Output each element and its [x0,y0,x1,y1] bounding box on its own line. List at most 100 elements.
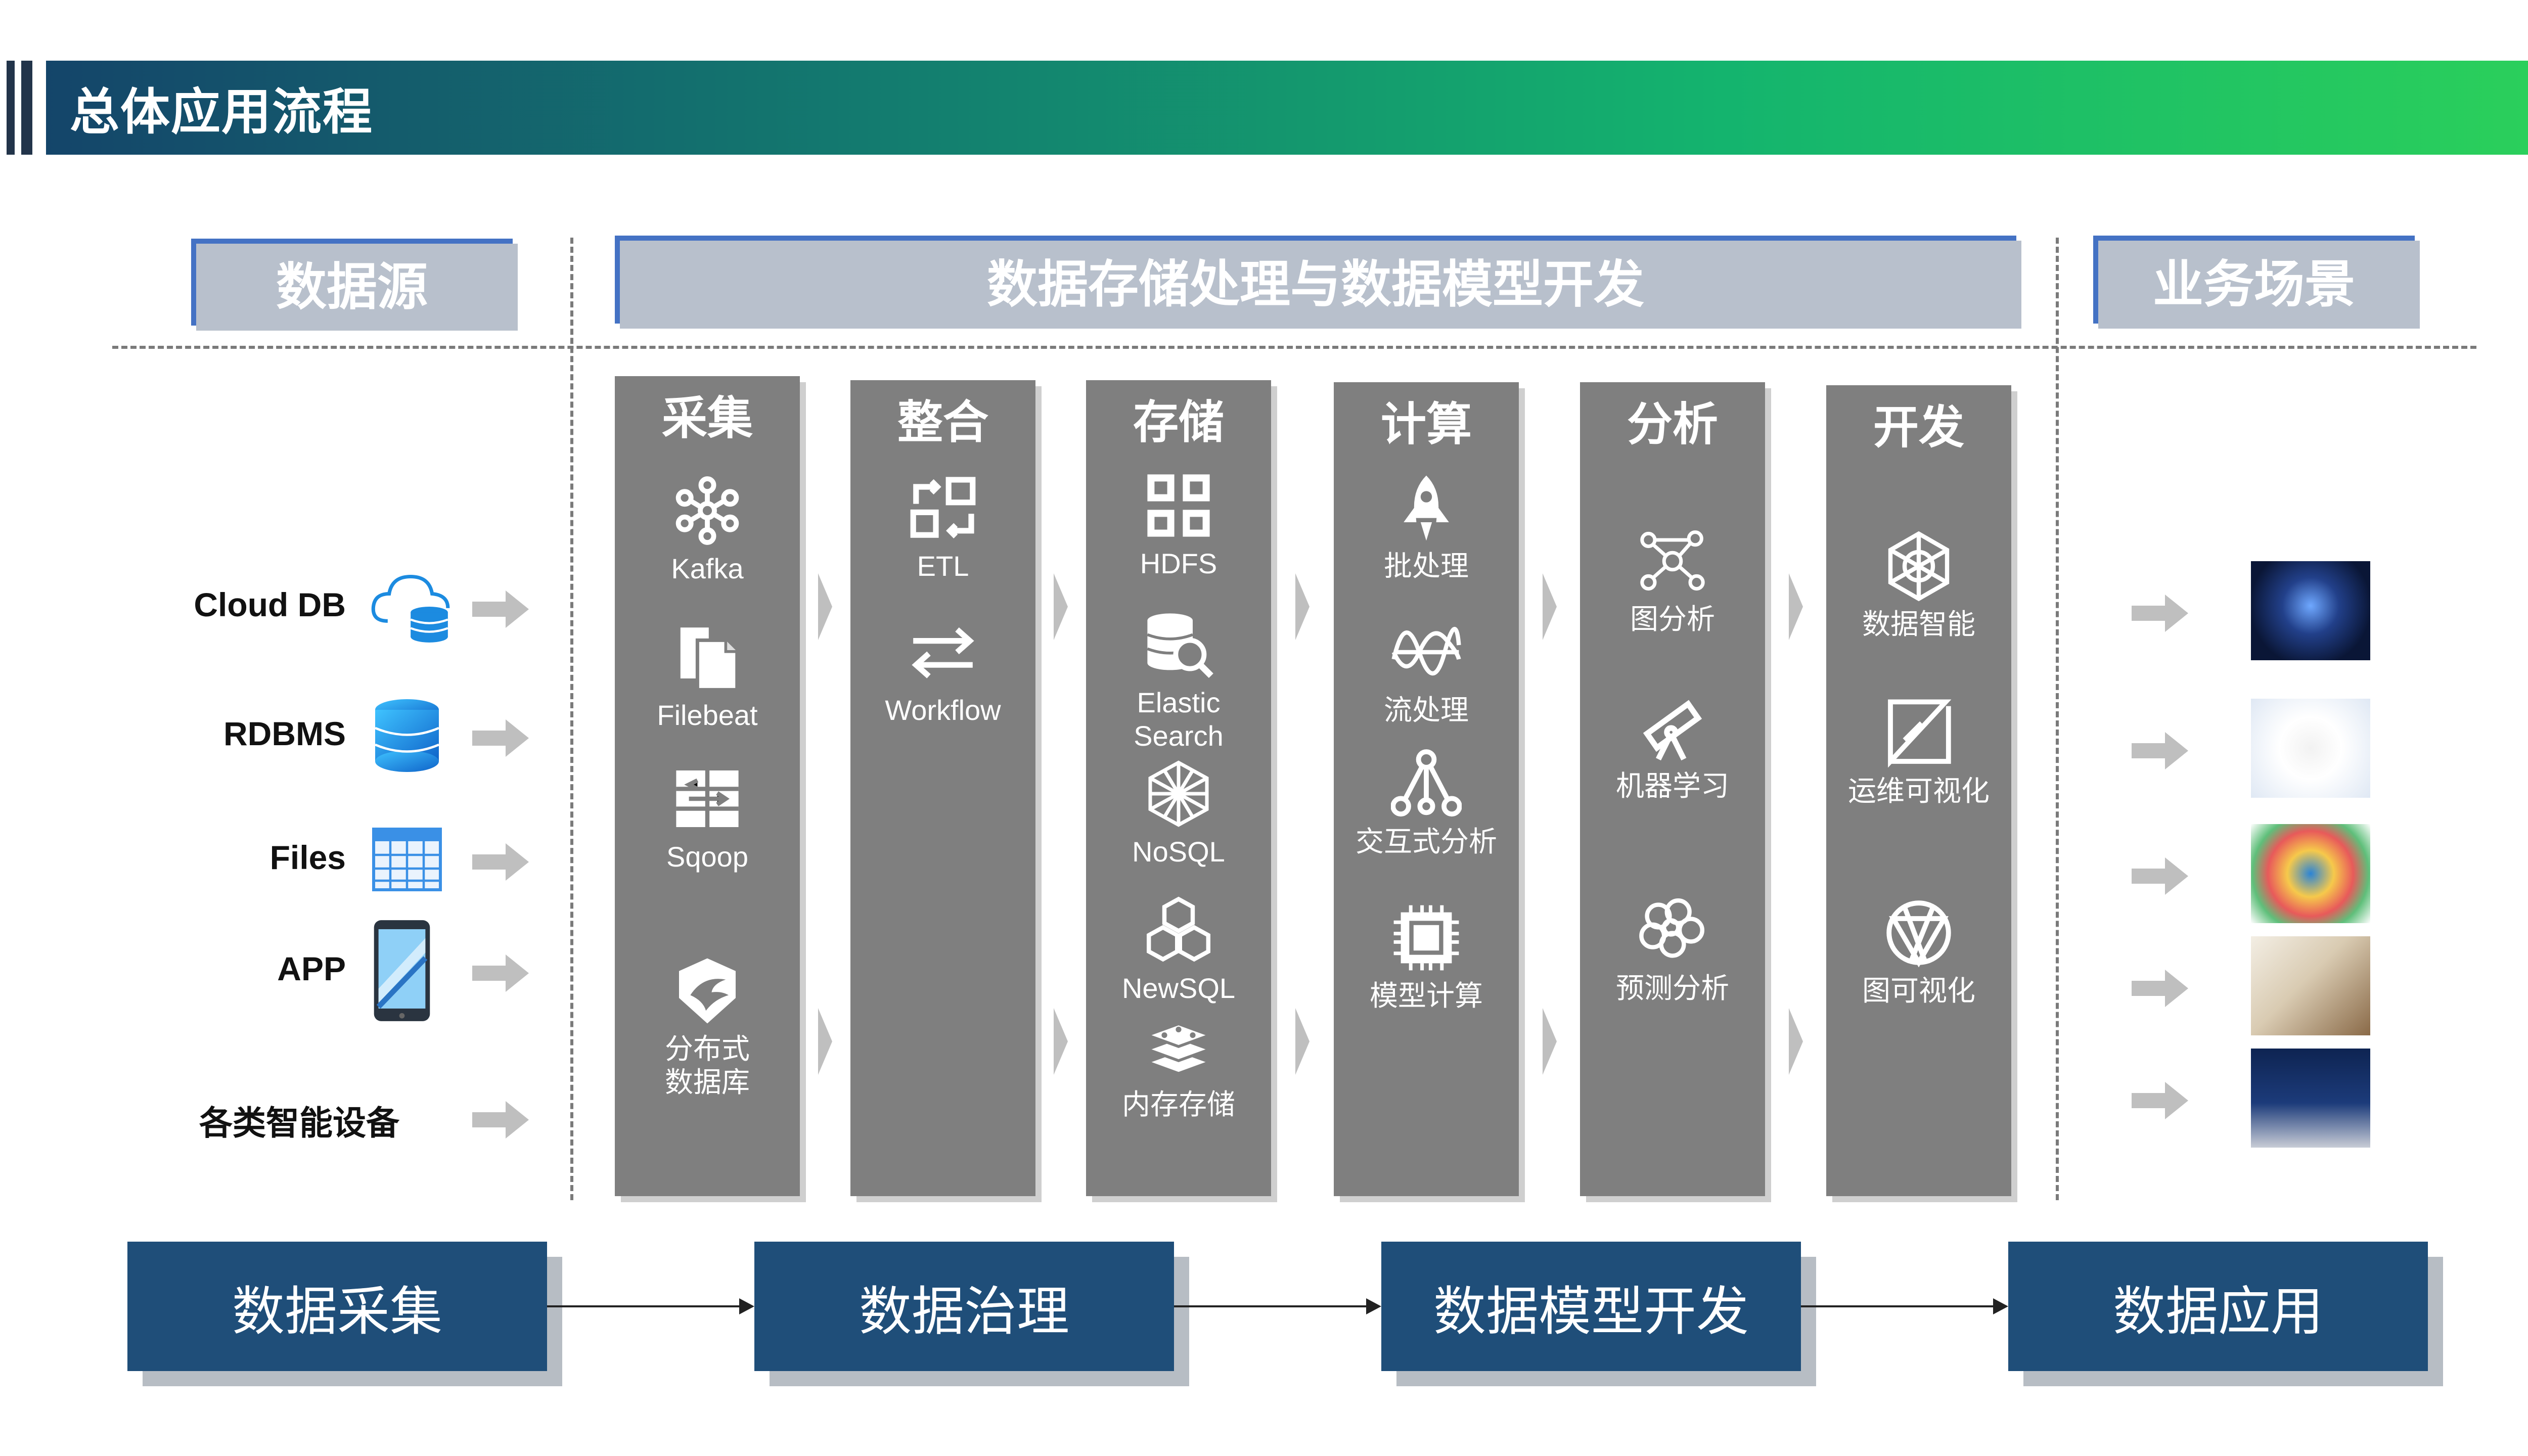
chevron-sep [1786,571,1806,642]
gray-arrow [470,1097,531,1143]
source-label: Cloud DB [194,586,346,623]
column-title: 存储 [1133,397,1224,448]
column-item-label: 流处理 [1384,694,1469,726]
flow-connector [547,1305,740,1307]
source-label: APP [277,950,346,987]
column-title: 整合 [897,397,988,448]
source-label: Files [269,839,346,876]
chevron-sep [1540,1006,1560,1077]
wave-icon [1391,617,1462,688]
flow-step: 数据采集 [127,1242,547,1371]
brain-icon [1637,895,1708,966]
chevron-sep [1540,571,1560,642]
divider-line [112,346,2476,349]
column-item-label: Kafka [671,553,744,584]
column-title: 开发 [1873,402,1964,453]
divider-line [570,238,573,1200]
shield-icon [1883,897,1954,968]
gray-arrow [470,586,531,632]
go-game-image [2251,1049,2370,1148]
smartphone-icon [369,917,435,1025]
column-item-label: 分布式 数据库 [665,1033,750,1098]
flow-arrowhead [1993,1298,2008,1314]
divider-line [2056,238,2059,1200]
gray-arrow [470,715,531,761]
title-accent-bar [7,61,15,155]
source-label: 各类智能设备 [199,1104,399,1142]
flow-step: 数据治理 [754,1242,1174,1371]
gray-arrow [2130,966,2190,1011]
column-item-label: 图分析 [1630,603,1715,635]
grid-icon [1143,470,1214,541]
column-item-label: 批处理 [1384,550,1469,582]
column-item-label: NewSQL [1121,972,1236,1004]
source-label: RDBMS [223,715,346,752]
spreadsheet-icon [369,822,445,897]
column-item-label: Filebeat [657,699,758,731]
flow-arrowhead [1366,1298,1381,1314]
sqoop-icon [672,763,743,834]
column-title: 分析 [1627,399,1718,450]
chevron-sep [1292,571,1313,642]
flow-arrowhead [739,1298,754,1314]
chevron-sep [1786,1006,1806,1077]
title-accent-bar [21,61,32,155]
column-item-label: 数据智能 [1862,608,1975,640]
chevron-sep [815,571,835,642]
etl-icon [908,473,978,543]
flow-connector [1801,1305,1994,1307]
gray-arrow [2130,853,2190,899]
database-search-icon [1143,609,1214,680]
column-item-label: 运维可视化 [1848,775,1990,807]
gray-arrow [2130,728,2190,774]
gray-arrow [2130,590,2190,636]
chevron-sep [1051,571,1071,642]
flow-step: 数据模型开发 [1381,1242,1801,1371]
header-scenario: 业务场景 [2093,236,2420,329]
chip-icon [1391,902,1462,973]
chevron-sep [1292,1006,1313,1077]
ruler-icon [1883,698,1954,768]
title-banner [46,61,2528,155]
gray-arrow [470,839,531,885]
tablet-hand-image [2251,936,2370,1035]
header-data-source: 数据源 [191,239,518,331]
column-item-label: 图可视化 [1862,975,1975,1007]
column-item-label: 机器学习 [1616,770,1729,802]
cube-network-icon [1143,758,1214,829]
column-title: 计算 [1381,399,1472,450]
gray-arrow [2130,1078,2190,1123]
header-processing: 数据存储处理与数据模型开发 [615,236,2021,329]
column-item-label: HDFS [1140,548,1217,579]
page-title: 总体应用流程 [70,84,374,140]
column-title: 采集 [662,393,753,444]
column-item-label: ETL [917,550,969,582]
column-item-label: Elastic Search [1134,687,1224,752]
stack-icon [1143,1011,1214,1082]
swap-arrows-icon [908,617,978,688]
database-icon [369,698,445,774]
gray-arrow [470,950,531,996]
tech-person-image [2251,561,2370,660]
chevron-sep [1051,1006,1071,1077]
network-tree-icon [1390,748,1462,819]
iot-devices-image [2251,699,2370,798]
column-item-label: 预测分析 [1616,972,1729,1004]
column-item-label: Workflow [885,694,1001,726]
rocket-icon [1391,473,1462,543]
column-item-label: NoSQL [1132,836,1225,868]
column-item-label: Sqoop [666,841,748,873]
graph-nodes-icon [1637,526,1708,597]
kafka-icon [672,475,743,546]
file-icon [672,622,743,693]
flow-connector [1174,1305,1367,1307]
telescope-icon [1637,693,1708,763]
column-item-label: 交互式分析 [1356,826,1497,857]
flow-step: 数据应用 [2008,1242,2428,1371]
column-4 [1580,382,1765,1196]
column-5 [1826,385,2011,1196]
cubes-icon [1143,895,1214,966]
column-1 [850,380,1035,1196]
mobile-apps-image [2251,824,2370,923]
eagle-icon [672,956,743,1026]
